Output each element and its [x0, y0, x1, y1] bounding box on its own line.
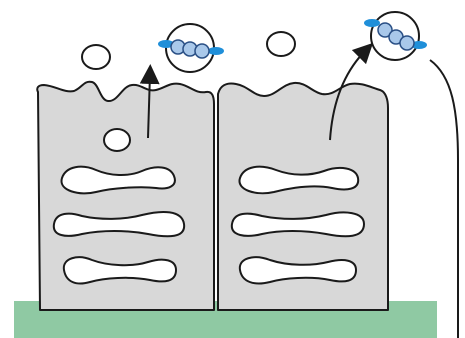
loaded-vesicle-left — [158, 24, 224, 72]
left-cell — [37, 74, 214, 310]
loaded-vesicle-right-tab-left — [364, 19, 380, 27]
vesicle-above-left-cell — [82, 45, 110, 69]
loaded-vesicle-right — [364, 12, 427, 60]
vesicle-above-right-cell — [267, 32, 295, 56]
vesicle-inside-left-cell — [104, 129, 130, 151]
loaded-vesicle-left-tab-right — [208, 47, 224, 55]
right-cell — [218, 50, 388, 310]
long-curve — [430, 60, 458, 338]
loaded-vesicle-left-particle-3 — [195, 44, 209, 58]
loaded-vesicle-right-particle-3 — [400, 36, 414, 50]
